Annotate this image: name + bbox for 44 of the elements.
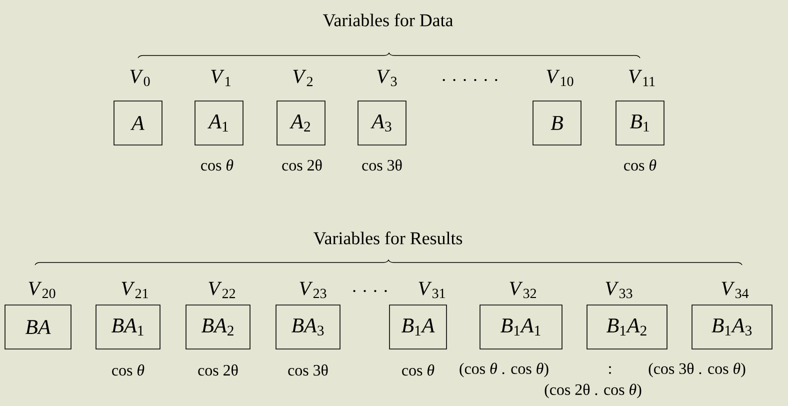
ellipsis: . . . . <box>353 290 387 292</box>
variable-label: V$_{0}$ <box>130 70 150 86</box>
variable-label: V$_{11}$ <box>629 70 655 86</box>
value-label: cos θ <box>201 159 234 171</box>
section-heading: Variables for Results <box>314 232 462 244</box>
value-label: : <box>609 366 611 374</box>
variable-label: V$_{2}$ <box>293 70 313 86</box>
ellipsis: . . . . . . <box>442 78 498 82</box>
variable-box: B$_{1}$A$_{2}$ <box>586 304 668 350</box>
variable-box: BA$_{2}$ <box>186 304 250 350</box>
variable-box: B$_{1}$A$_{3}$ <box>692 304 772 350</box>
variable-label: V$_{21}$ <box>122 282 148 298</box>
variable-label: V$_{34}$ <box>722 282 749 298</box>
value-label: cos θ <box>112 364 144 376</box>
variable-box: A$_{1}$ <box>194 100 244 146</box>
variable-label: V$_{31}$ <box>418 282 445 298</box>
variable-label: V$_{33}$ <box>606 282 632 298</box>
variable-box: A$_{2}$ <box>276 100 326 146</box>
variable-label: V$_{20}$ <box>28 282 56 298</box>
value-label: cos 3θ <box>288 364 328 376</box>
section-heading: Variables for Data <box>322 14 453 26</box>
variable-box: BA$_{1}$ <box>96 304 160 350</box>
variable-label: V$_{3}$ <box>377 70 397 86</box>
variable-label: V$_{10}$ <box>546 70 574 86</box>
variable-box: B$_{1}$A <box>389 304 447 350</box>
value-label: (cos θ . cos θ) <box>460 362 548 378</box>
value-label: cos θ <box>624 159 656 171</box>
value-label: cos θ <box>402 364 434 376</box>
variable-label: V$_{23}$ <box>300 282 326 298</box>
value-label: (cos 3θ . cos θ) <box>648 362 746 378</box>
variable-label: V$_{1}$ <box>211 70 230 86</box>
variable-box: BA <box>4 304 72 350</box>
variable-label: V$_{32}$ <box>510 282 536 298</box>
variable-box: A <box>114 100 162 146</box>
value-label: (cos 2θ . cos θ) <box>544 384 642 398</box>
variable-box: BA$_{3}$ <box>276 304 340 350</box>
variable-box: B$_{1}$A$_{1}$ <box>480 304 562 350</box>
value-label: cos 3θ <box>362 159 402 171</box>
variable-box: A$_{3}$ <box>358 100 406 146</box>
value-label: cos 2θ <box>198 364 238 376</box>
variable-box: B$_{1}$ <box>616 100 664 146</box>
variable-label: V$_{22}$ <box>208 282 235 298</box>
variable-box: B <box>532 100 582 146</box>
value-label: cos 2θ <box>282 159 322 171</box>
